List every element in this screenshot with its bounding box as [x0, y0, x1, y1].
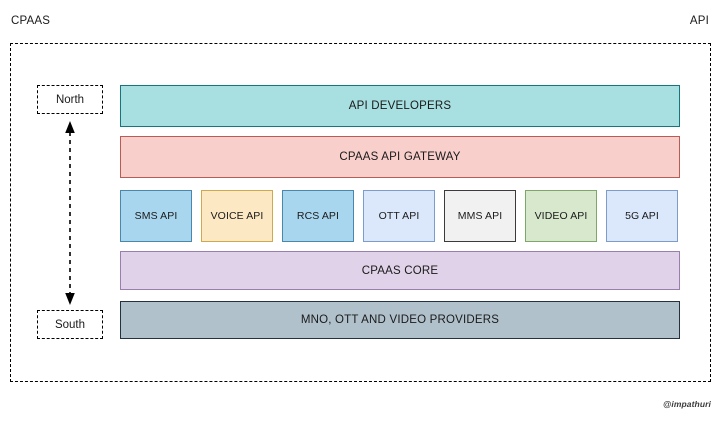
layer-bar-label: CPAAS API GATEWAY: [339, 151, 461, 163]
api-tile-mms: MMS API: [444, 190, 516, 242]
api-tile-label: RCS API: [296, 210, 340, 222]
corner-label-api: API: [689, 15, 709, 27]
layer-bar-providers: MNO, OTT AND VIDEO PROVIDERS: [120, 301, 680, 339]
api-tile-rcs: RCS API: [282, 190, 354, 242]
corner-label-cpaas: CPAAS: [11, 15, 51, 27]
north-south-bidirectional-arrow-icon: [65, 121, 75, 305]
direction-marker-south: South: [37, 310, 103, 339]
api-tile-label: MMS API: [457, 210, 503, 222]
api-tile-row: SMS API VOICE API RCS API OTT API MMS AP…: [120, 190, 680, 242]
api-tile-label: VIDEO API: [534, 210, 588, 222]
author-watermark: @impathuri: [662, 399, 711, 409]
api-tile-ott: OTT API: [363, 190, 435, 242]
api-tile-label: OTT API: [378, 210, 420, 222]
direction-marker-north: North: [37, 85, 103, 114]
arrow-head-down: [65, 293, 75, 305]
api-tile-label: SMS API: [134, 210, 178, 222]
layer-bar-api-developers: API DEVELOPERS: [120, 85, 680, 127]
layer-bar-cpaas-core: CPAAS CORE: [120, 251, 680, 290]
layer-bar-cpaas-api-gateway: CPAAS API GATEWAY: [120, 136, 680, 178]
arrow-head-up: [65, 121, 75, 133]
api-tile-sms: SMS API: [120, 190, 192, 242]
api-tile-video: VIDEO API: [525, 190, 597, 242]
layer-bar-label: CPAAS CORE: [361, 264, 439, 277]
api-tile-voice: VOICE API: [201, 190, 273, 242]
layer-bar-label: MNO, OTT AND VIDEO PROVIDERS: [300, 314, 500, 326]
api-tile-label: VOICE API: [210, 210, 264, 222]
cpaas-api-boundary-box: [10, 43, 711, 382]
api-tile-5g: 5G API: [606, 190, 678, 242]
layer-bar-label: API DEVELOPERS: [348, 100, 452, 112]
api-tile-label: 5G API: [625, 210, 659, 222]
